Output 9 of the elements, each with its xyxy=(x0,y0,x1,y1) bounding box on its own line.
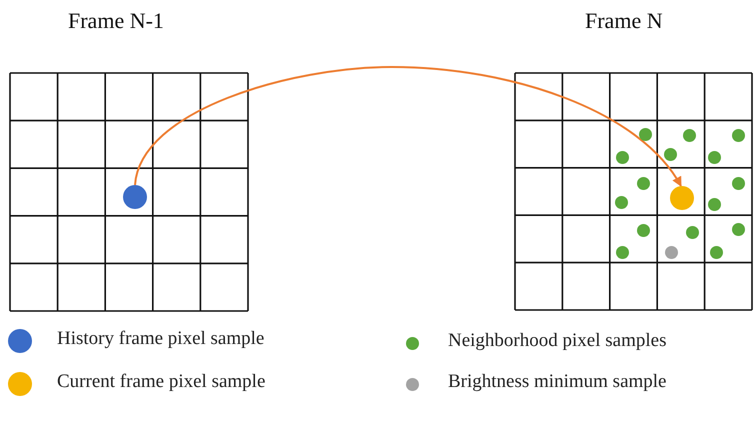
history-sample-dot xyxy=(123,185,147,209)
legend-label: History frame pixel sample xyxy=(57,328,264,350)
legend-label: Neighborhood pixel samples xyxy=(448,330,666,352)
arrow xyxy=(134,66,682,187)
legend-label: Brightness minimum sample xyxy=(448,371,666,393)
frame-title: Frame N-1 xyxy=(68,8,164,34)
legend-label: Current frame pixel sample xyxy=(57,371,266,393)
current-sample-dot xyxy=(670,186,694,210)
frame-title: Frame N xyxy=(585,8,663,34)
